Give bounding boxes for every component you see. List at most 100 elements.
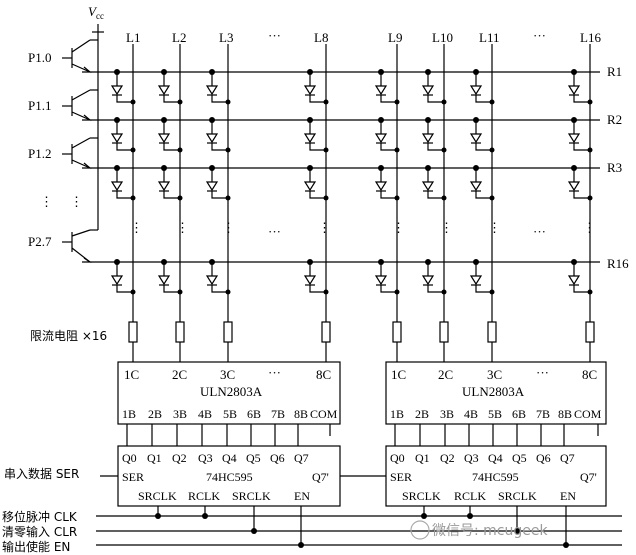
led-cathode-lead — [427, 191, 444, 199]
svg-text:EN: EN — [560, 489, 576, 503]
svg-text:Q6: Q6 — [270, 451, 285, 465]
svg-text:Q1: Q1 — [415, 451, 430, 465]
led-icon — [567, 85, 581, 96]
matrix-vdots: ⋮ — [583, 220, 596, 235]
svg-text:RCLK: RCLK — [188, 489, 220, 503]
junction-dot — [323, 289, 329, 295]
junction-dot — [587, 99, 593, 105]
svg-text:Q3: Q3 — [464, 451, 479, 465]
column-label: L2 — [172, 30, 186, 45]
led-cathode-lead — [573, 143, 590, 151]
led-icon — [110, 85, 124, 96]
led-icon — [157, 85, 171, 96]
junction-dot — [177, 99, 183, 105]
svg-text:7B: 7B — [536, 407, 550, 421]
hc595-right: Q0 Q1 Q2 Q3 Q4 Q5 Q6 Q7 SER 74HC595 Q7' … — [385, 445, 607, 507]
junction-dot — [307, 259, 313, 265]
row-label-r3: R3 — [607, 160, 622, 175]
junction-dot — [130, 289, 136, 295]
led-icon — [110, 133, 124, 144]
row-transistor-p12: P1.2 — [28, 137, 98, 169]
led-cathode-lead — [380, 191, 397, 199]
vcc-label: Vcc — [88, 4, 104, 21]
junction-dot — [225, 99, 231, 105]
register-name: 74HC595 — [206, 470, 253, 484]
led-icon — [469, 85, 483, 96]
svg-text:Q7': Q7' — [580, 470, 597, 484]
svg-text:Q7: Q7 — [560, 451, 575, 465]
led-cathode-lead — [116, 95, 133, 103]
resistor-icon — [487, 321, 497, 343]
junction-dot — [489, 99, 495, 105]
led-cathode-lead — [116, 285, 133, 293]
led-icon — [421, 85, 435, 96]
junction-dot — [587, 195, 593, 201]
junction-dot — [225, 289, 231, 295]
junction-dot — [473, 117, 479, 123]
led-cathode-lead — [309, 143, 326, 151]
port-pin-label: P1.1 — [28, 98, 51, 113]
svg-text:SRCLK: SRCLK — [232, 489, 271, 503]
led-icon — [374, 181, 388, 192]
junction-dot — [489, 147, 495, 153]
matrix-vdots: ⋮ — [488, 220, 501, 235]
svg-text:1B: 1B — [122, 407, 136, 421]
led-cathode-lead — [163, 143, 180, 151]
uln2803a-right: 1C 2C 3C ··· 8C ULN2803A 1B 2B 3B 4B 5B … — [385, 361, 607, 425]
svg-text:3B: 3B — [440, 407, 454, 421]
column-label: L1 — [126, 30, 140, 45]
svg-text:COM: COM — [574, 407, 602, 421]
junction-dot — [441, 99, 447, 105]
svg-text:Q0: Q0 — [390, 451, 405, 465]
driver-name: ULN2803A — [462, 384, 525, 399]
led-icon — [469, 181, 483, 192]
led-cathode-lead — [309, 191, 326, 199]
junction-dot — [209, 165, 215, 171]
led-icon — [374, 85, 388, 96]
column-label: L3 — [219, 30, 233, 45]
current-limit-resistors — [128, 321, 595, 362]
svg-text:6B: 6B — [512, 407, 526, 421]
junction-dot — [161, 259, 167, 265]
led-cathode-lead — [427, 285, 444, 293]
led-cathode-lead — [380, 143, 397, 151]
led-icon — [469, 275, 483, 286]
resistor-icon — [439, 321, 449, 343]
junction-dot — [130, 147, 136, 153]
svg-text:1C: 1C — [391, 367, 406, 382]
svg-text:Q7': Q7' — [312, 470, 329, 484]
led-matrix-cells — [110, 44, 593, 322]
column-label: L16 — [580, 30, 601, 45]
junction-dot — [114, 69, 120, 75]
watermark-text: 微信号: mcugeek — [432, 523, 548, 539]
svg-text:5B: 5B — [223, 407, 237, 421]
svg-text:4B: 4B — [198, 407, 212, 421]
led-cathode-lead — [475, 143, 492, 151]
svg-text:Q3: Q3 — [198, 451, 213, 465]
svg-text:8C: 8C — [582, 367, 597, 382]
svg-text:3B: 3B — [173, 407, 187, 421]
matrix-vdots: ⋮ — [318, 220, 331, 235]
svg-text:···: ··· — [536, 365, 549, 380]
svg-text:COM: COM — [310, 407, 338, 421]
junction-dot — [209, 117, 215, 123]
junction-dot — [130, 99, 136, 105]
junction-dot — [323, 99, 329, 105]
led-icon — [205, 85, 219, 96]
row-label-r16: R16 — [607, 256, 629, 271]
driver-name: ULN2803A — [200, 384, 263, 399]
led-icon — [567, 181, 581, 192]
svg-text:3C: 3C — [220, 367, 235, 382]
svg-text:Q4: Q4 — [222, 451, 237, 465]
register-name: 74HC595 — [472, 470, 519, 484]
clk-signal-label: 移位脉冲 CLK — [2, 509, 78, 524]
port-pin-label: P2.7 — [28, 234, 52, 249]
column-label: L11 — [479, 30, 499, 45]
led-cathode-lead — [380, 285, 397, 293]
junction-dot — [441, 195, 447, 201]
clr-signal-label: 清零输入 CLR — [2, 524, 77, 539]
junction-dot — [161, 165, 167, 171]
junction-dot — [394, 289, 400, 295]
svg-text:7B: 7B — [271, 407, 285, 421]
matrix-vdots: ⋮ — [130, 220, 143, 235]
